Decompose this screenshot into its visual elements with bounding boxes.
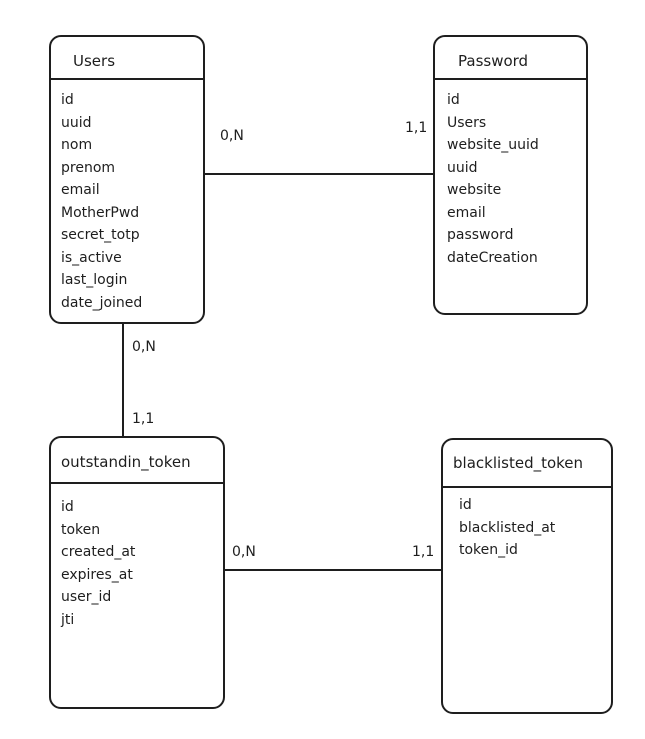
attribute: uuid [447, 159, 478, 176]
attribute: website [447, 182, 502, 198]
entity-title: Users [73, 52, 116, 70]
attribute: Users [447, 114, 487, 131]
attribute: jti [61, 611, 75, 628]
entity-divider [443, 486, 611, 488]
cardinality-outstandin-blacklisted-outstandin-side: 0,N [232, 544, 256, 560]
entity-title: blacklisted_token [453, 454, 584, 472]
attribute: prenom [61, 159, 116, 176]
cardinality-users-outstandin-users-side: 0,N [132, 339, 156, 355]
attribute: token [61, 521, 101, 538]
attribute: id [459, 497, 472, 513]
attribute: dateCreation [447, 249, 538, 266]
attribute: blacklisted_at [459, 519, 556, 536]
relationship-line-users-password [205, 173, 433, 175]
entity-divider [51, 78, 203, 80]
attribute: is_active [61, 249, 122, 266]
attribute: website_uuid [447, 137, 539, 153]
attribute-list: id token created_at expires_at user_id j… [61, 496, 135, 631]
attribute: id [447, 92, 460, 108]
attribute: email [61, 182, 100, 198]
attribute-list: id blacklisted_at token_id [459, 494, 555, 562]
entity-divider [51, 482, 223, 484]
relationship-line-outstandin-blacklisted [225, 569, 441, 571]
entity-password: Password id Users website_uuid uuid webs… [433, 35, 588, 315]
cardinality-users-outstandin-outstandin-side: 1,1 [132, 411, 155, 427]
entity-outstandin-token: outstandin_token id token created_at exp… [49, 436, 225, 709]
attribute: id [61, 92, 74, 108]
cardinality-outstandin-blacklisted-blacklisted-side: 1,1 [412, 544, 435, 560]
attribute: user_id [61, 589, 112, 605]
attribute: date_joined [61, 294, 143, 311]
attribute: MotherPwd [61, 204, 140, 221]
entity-title: Password [458, 52, 529, 70]
relationship-line-users-outstandin-token [122, 324, 124, 436]
attribute: password [447, 227, 514, 243]
cardinality-users-password-password-side: 1,1 [405, 120, 428, 136]
attribute: last_login [61, 272, 128, 288]
attribute: email [447, 204, 486, 221]
entity-divider [435, 78, 586, 80]
entity-title: outstandin_token [61, 453, 191, 471]
attribute: created_at [61, 544, 136, 560]
attribute-list: id uuid nom prenom email MotherPwd secre… [61, 89, 142, 314]
entity-users: Users id uuid nom prenom email MotherPwd… [49, 35, 205, 324]
attribute: expires_at [61, 566, 133, 583]
attribute: secret_totp [61, 227, 140, 243]
attribute: uuid [61, 114, 92, 131]
cardinality-users-password-users-side: 0,N [220, 128, 244, 144]
attribute-list: id Users website_uuid uuid website email… [447, 89, 539, 269]
attribute: token_id [459, 542, 518, 558]
attribute: id [61, 499, 74, 515]
entity-blacklisted-token: blacklisted_token id blacklisted_at toke… [441, 438, 613, 714]
attribute: nom [61, 137, 93, 153]
